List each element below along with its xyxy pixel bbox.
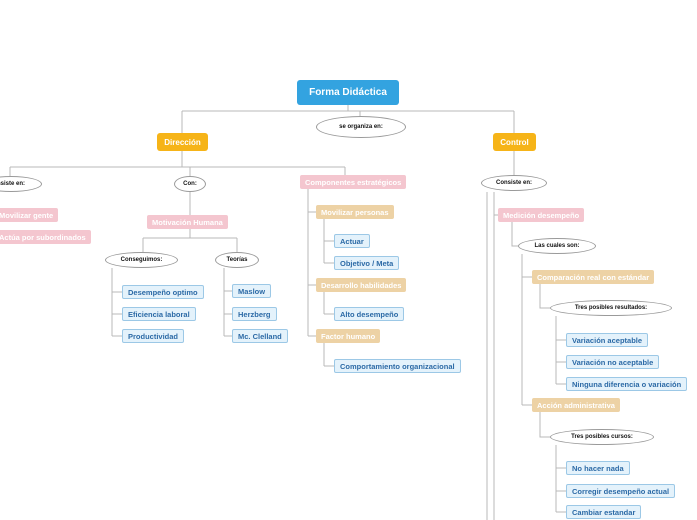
productividad-node[interactable]: Productividad — [122, 329, 185, 343]
no-hacer-nada-node[interactable]: No hacer nada — [566, 461, 630, 475]
tres-resultados-node[interactable]: Tres posibles resultados: — [550, 300, 672, 316]
motivacion-node[interactable]: Motivación Humana — [147, 215, 228, 229]
cambiar-estandar-node[interactable]: Cambiar estandar — [566, 505, 642, 519]
desarrollo-habilidades-node[interactable]: Desarrollo habilidades — [316, 278, 407, 292]
conseguimos-node[interactable]: Conseguimos: — [105, 252, 178, 268]
connector-organiza[interactable]: se organiza en: — [316, 116, 406, 138]
actua-por-node[interactable]: Actúa por subordinados — [0, 230, 91, 244]
direccion-node[interactable]: Dirección — [157, 133, 208, 151]
objetivo-meta-node[interactable]: Objetivo / Meta — [334, 256, 400, 270]
actuar-node[interactable]: Actuar — [334, 234, 370, 248]
eficiencia-laboral-node[interactable]: Eficiencia laboral — [122, 307, 196, 321]
mcclelland-node[interactable]: Mc. Clelland — [232, 329, 288, 343]
comparacion-node[interactable]: Comparación real con estándar — [532, 270, 655, 284]
movilizar-gente-node[interactable]: Movilizar gente — [0, 208, 59, 222]
componentes-node[interactable]: Componentes estratégicos — [300, 175, 407, 189]
herzberg-node[interactable]: Herzberg — [232, 307, 277, 321]
factor-humano-node[interactable]: Factor humano — [316, 329, 381, 343]
alto-desempeno-node[interactable]: Alto desempeño — [334, 307, 405, 321]
medicion-node[interactable]: Medición desempeño — [498, 208, 585, 222]
variacion-no-aceptable-node[interactable]: Variación no aceptable — [566, 355, 660, 369]
desempeno-optimo-node[interactable]: Desempeño optimo — [122, 285, 204, 299]
con-node[interactable]: Con: — [174, 176, 206, 192]
variacion-aceptable-node[interactable]: Variación aceptable — [566, 333, 649, 347]
accion-node[interactable]: Acción administrativa — [532, 398, 620, 412]
tres-cursos-node[interactable]: Tres posibles cursos: — [550, 429, 654, 445]
root-node[interactable]: Forma Didáctica — [297, 80, 399, 105]
control-consiste-node[interactable]: Consiste en: — [481, 175, 547, 191]
control-node[interactable]: Control — [493, 133, 536, 151]
cuales-node[interactable]: Las cuales son: — [518, 238, 596, 254]
ninguna-diferencia-node[interactable]: Ninguna diferencia o variación — [566, 377, 688, 391]
maslow-node[interactable]: Maslow — [232, 284, 272, 298]
teorias-node[interactable]: Teorías — [215, 252, 259, 268]
movilizar-personas-node[interactable]: Movilizar personas — [316, 205, 394, 219]
corregir-desempeno-node[interactable]: Corregir desempeño actual — [566, 484, 676, 498]
comportamiento-node[interactable]: Comportamiento organizacional — [334, 359, 461, 373]
direccion-consiste-node[interactable]: nsiste en: — [0, 176, 42, 192]
